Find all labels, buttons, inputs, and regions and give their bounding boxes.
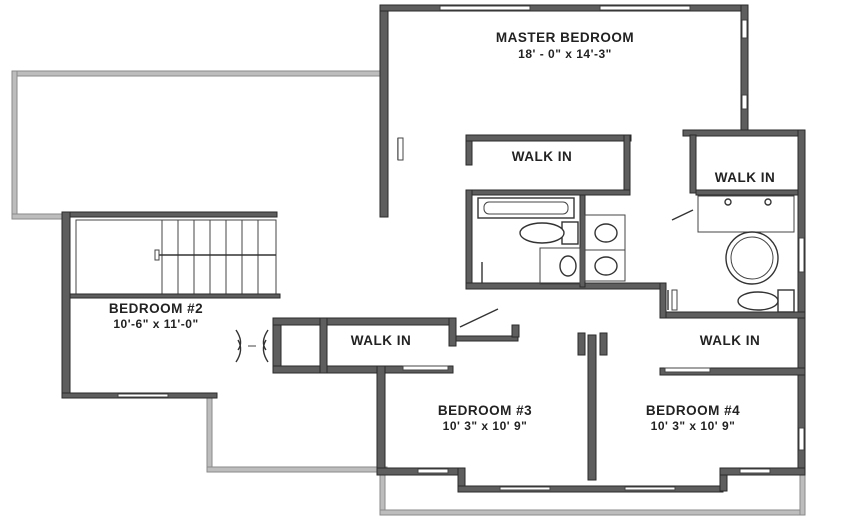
- bedroom-2-name: BEDROOM #2: [109, 301, 203, 316]
- bedroom-3-name: BEDROOM #3: [438, 403, 532, 418]
- staircase: [69, 219, 281, 299]
- walk-in-bedroom-2-label: WALK IN: [351, 333, 412, 348]
- bedroom-3-dims: 10' 3" x 10' 9": [443, 419, 528, 433]
- doors: [235, 137, 711, 373]
- master-bedroom-name: MASTER BEDROOM: [496, 30, 634, 45]
- walk-in-master-left-label: WALK IN: [512, 149, 573, 164]
- bedroom-2-dims: 10'-6" x 11'-0": [113, 317, 198, 331]
- walk-in-bedroom-4-label: WALK IN: [700, 333, 761, 348]
- windows: [117, 5, 805, 491]
- bath-fixtures: [477, 195, 795, 313]
- bedroom-4-name: BEDROOM #4: [646, 403, 740, 418]
- walk-in-master-right-label: WALK IN: [715, 170, 776, 185]
- exterior-outline: [11, 70, 806, 516]
- master-bedroom-dims: 18' - 0" x 14'-3": [518, 47, 612, 61]
- bedroom-4-dims: 10' 3" x 10' 9": [651, 419, 736, 433]
